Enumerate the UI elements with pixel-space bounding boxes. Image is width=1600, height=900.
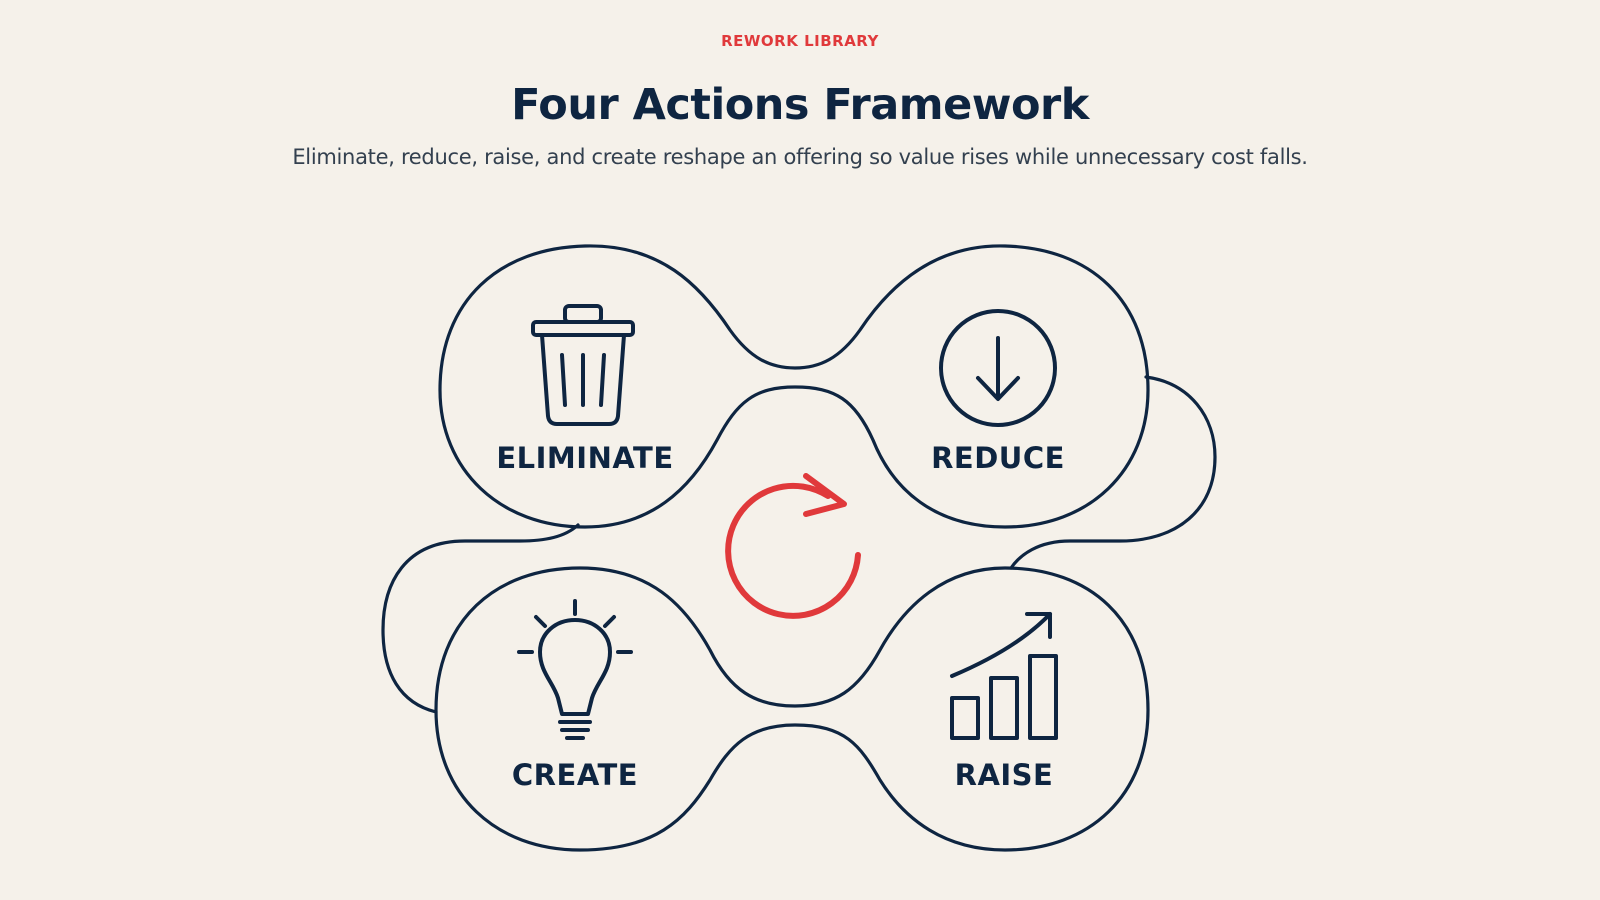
left-connector-loop: [381, 523, 580, 714]
bar-chart-up-icon: [950, 612, 1058, 740]
lightbulb-icon: [517, 599, 633, 740]
page-title: Four Actions Framework: [511, 80, 1089, 130]
trash-icon: [531, 304, 635, 426]
right-connector-loop: [1009, 375, 1217, 570]
arrow-down-circle-icon: [939, 309, 1057, 427]
cycle-arrow-icon: [725, 473, 861, 619]
page-subtitle: Eliminate, reduce, raise, and create res…: [292, 145, 1308, 169]
connector-lines: [381, 375, 1217, 714]
label-create: CREATE: [512, 758, 638, 792]
label-eliminate: ELIMINATE: [496, 441, 673, 475]
framework-outline: [434, 244, 1150, 852]
eyebrow-label: REWORK LIBRARY: [721, 32, 879, 50]
label-raise: RAISE: [955, 758, 1054, 792]
label-reduce: REDUCE: [931, 441, 1065, 475]
